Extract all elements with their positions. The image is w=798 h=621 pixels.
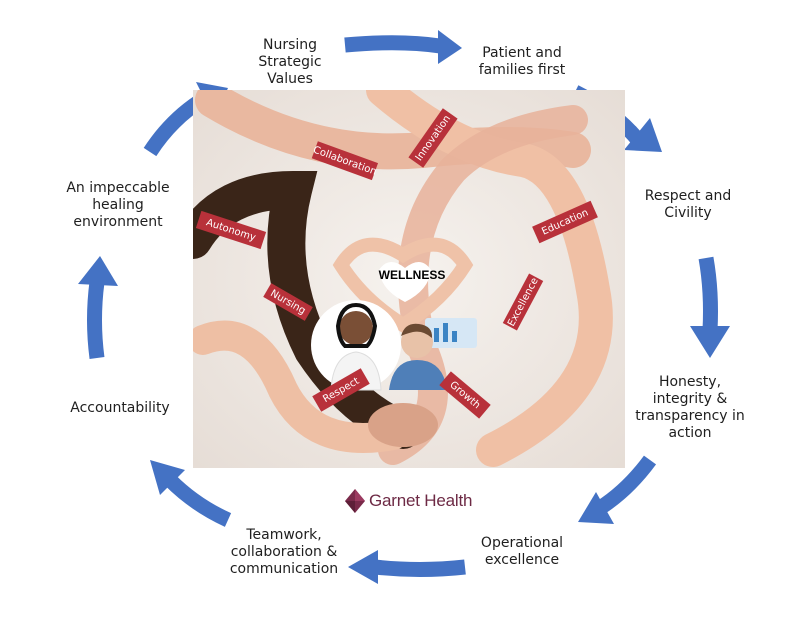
value-respect-civility: Respect and Civility: [644, 188, 732, 221]
arrow-left: [78, 256, 118, 359]
hands-heart-illustration: Collaboration Innovation Autonomy Educat…: [193, 90, 625, 468]
garnet-gem-icon: [345, 489, 365, 513]
arrow-lower-right: [578, 455, 657, 524]
value-patient-families-first: Patient and families first: [478, 45, 566, 78]
value-honesty-integrity: Honesty, integrity & transparency in act…: [635, 374, 745, 441]
value-healing-environment: An impeccable healing environment: [66, 180, 170, 230]
value-teamwork: Teamwork, collaboration & communication: [229, 527, 339, 577]
logo-text: Garnet Health: [369, 491, 473, 510]
arrow-bottom: [348, 550, 466, 584]
value-operational-excellence: Operational excellence: [480, 535, 564, 568]
arrow-right: [690, 256, 730, 358]
wellness-label: WELLNESS: [378, 268, 446, 282]
arrow-top: [344, 30, 462, 64]
value-nursing-strategic-values: Nursing Strategic Values: [258, 37, 322, 87]
arrow-lower-left: [150, 460, 232, 527]
garnet-health-logo: Garnet Health: [345, 488, 472, 514]
value-accountability: Accountability: [70, 400, 170, 416]
